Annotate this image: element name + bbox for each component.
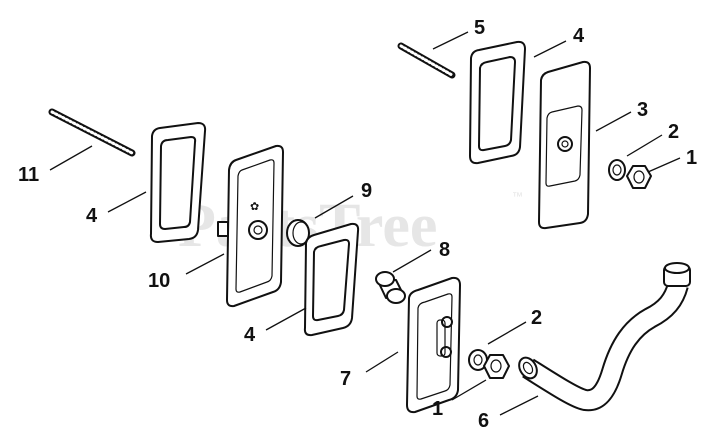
callout-4-center: 4 [244,324,256,346]
cover-plate-7 [406,276,461,414]
stud-5 [397,42,456,79]
watermark-trademark: ™ [512,191,523,203]
stud-11 [48,108,136,157]
callout-2-top: 2 [668,121,679,143]
svg-text:✿: ✿ [250,201,259,213]
washer-2-top [608,159,626,181]
callout-10: 10 [148,270,170,292]
callout-4-left: 4 [86,205,98,227]
nut-1-lower [483,354,510,379]
gasket-4-left [149,122,207,243]
gasket-4-center [303,222,360,337]
callout-7: 7 [340,368,351,390]
callout-5: 5 [474,17,485,39]
cover-plate-10: ✿ [217,144,284,308]
spacer-8 [375,271,406,304]
cap-9 [286,219,310,247]
callout-8: 8 [439,239,450,261]
callout-4-top: 4 [573,25,585,47]
callout-11: 11 [18,164,39,186]
cover-plate-3 [538,60,591,230]
callout-2-lower: 2 [531,307,542,329]
gasket-4-top [469,40,526,165]
callout-1-lower: 1 [432,398,443,420]
callout-9: 9 [361,180,372,202]
nut-1-top [626,165,652,189]
callout-6: 6 [478,410,489,432]
callout-3: 3 [637,99,648,121]
tube-6 [518,262,691,412]
callout-1-top: 1 [686,147,697,169]
